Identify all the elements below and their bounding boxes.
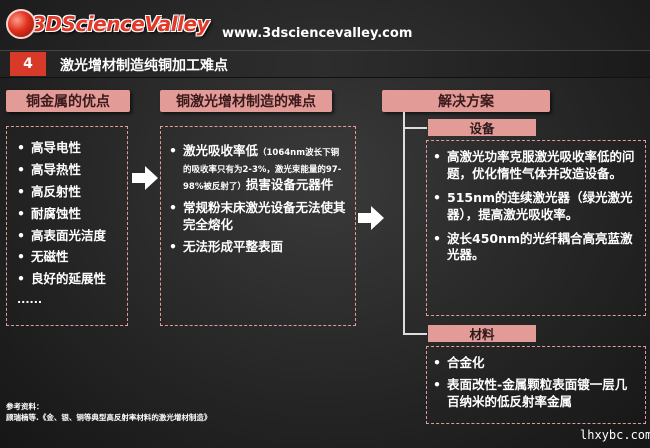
list-item: 合金化 xyxy=(433,355,637,372)
col2-item-1: 激光吸收率低（1064nm波长下铜的吸收率只有为2-3%，激光束能量的97-98… xyxy=(169,143,347,194)
connector-line xyxy=(403,112,405,334)
section-number: 4 xyxy=(10,52,46,76)
list-item: 良好的延展性 xyxy=(17,271,127,288)
logo-globe-icon xyxy=(6,9,36,39)
col2-item-2: 常规粉末床激光设备无法使其完全熔化 xyxy=(169,200,347,234)
col1-list: 高导电性 高导热性 高反射性 耐腐蚀性 高表面光洁度 无磁性 良好的延展性 xyxy=(17,140,127,288)
list-item: 高表面光洁度 xyxy=(17,228,127,245)
list-item: 表面改性-金属颗粒表面镀一层几百纳米的低反射率金属 xyxy=(433,377,637,411)
right-arrow-icon xyxy=(132,166,158,190)
logo-text: 3DScienceValley xyxy=(32,12,210,36)
material-box: 合金化 表面改性-金属颗粒表面镀一层几百纳米的低反射率金属 xyxy=(426,346,646,424)
watermark: lhxybc.com xyxy=(580,428,650,442)
list-item: 波长450nm的光纤耦合高亮蓝激光器。 xyxy=(433,231,637,265)
equipment-label: 设备 xyxy=(428,119,536,136)
col1-header: 铜金属的优点 xyxy=(6,90,130,112)
equipment-box: 高激光功率克服激光吸收率低的问题，优化惰性气体并改造设备。 515nm的连续激光… xyxy=(426,140,646,316)
list-item: 高导热性 xyxy=(17,162,127,179)
reference-label: 参考资料： xyxy=(6,402,44,411)
list-item: 高激光功率克服激光吸收率低的问题，优化惰性气体并改造设备。 xyxy=(433,149,637,183)
material-label: 材料 xyxy=(428,325,536,342)
col2-box: 激光吸收率低（1064nm波长下铜的吸收率只有为2-3%，激光束能量的97-98… xyxy=(160,126,356,326)
col2-header: 铜激光增材制造的难点 xyxy=(160,90,332,112)
col2-item-1-main: 激光吸收率低 xyxy=(183,143,259,158)
title-bar xyxy=(0,50,650,78)
col2-item-1-note: （1064nm波长下铜的吸收率只有为2-3%，激光束能量的97-98%被反射了） xyxy=(183,148,342,192)
logo: 3DScienceValley xyxy=(6,4,210,44)
connector-line xyxy=(403,333,427,335)
col1-box: 高导电性 高导热性 高反射性 耐腐蚀性 高表面光洁度 无磁性 良好的延展性 ..… xyxy=(6,126,128,326)
right-arrow-icon xyxy=(358,206,384,230)
list-item: 耐腐蚀性 xyxy=(17,206,127,223)
site-url: www.3dsciencevalley.com xyxy=(222,26,413,41)
page-title: 激光增材制造纯铜加工难点 xyxy=(60,58,228,74)
list-item: 515nm的连续激光器（绿光激光器），提高激光吸收率。 xyxy=(433,190,637,224)
connector-line xyxy=(403,127,427,129)
reference: 参考资料： 顾瑞楠等.《金、银、铜等典型高反射率材料的激光增材制造》 xyxy=(6,402,211,423)
list-item: 高导电性 xyxy=(17,140,127,157)
list-item: 高反射性 xyxy=(17,184,127,201)
col3-header: 解决方案 xyxy=(382,90,550,112)
list-item: 无磁性 xyxy=(17,249,127,266)
col2-item-3: 无法形成平整表面 xyxy=(169,239,347,256)
col2-item-1-tail: 损害设备元器件 xyxy=(245,176,334,192)
reference-text: 顾瑞楠等.《金、银、铜等典型高反射率材料的激光增材制造》 xyxy=(6,412,212,422)
col1-ellipsis: ...... xyxy=(17,293,43,307)
